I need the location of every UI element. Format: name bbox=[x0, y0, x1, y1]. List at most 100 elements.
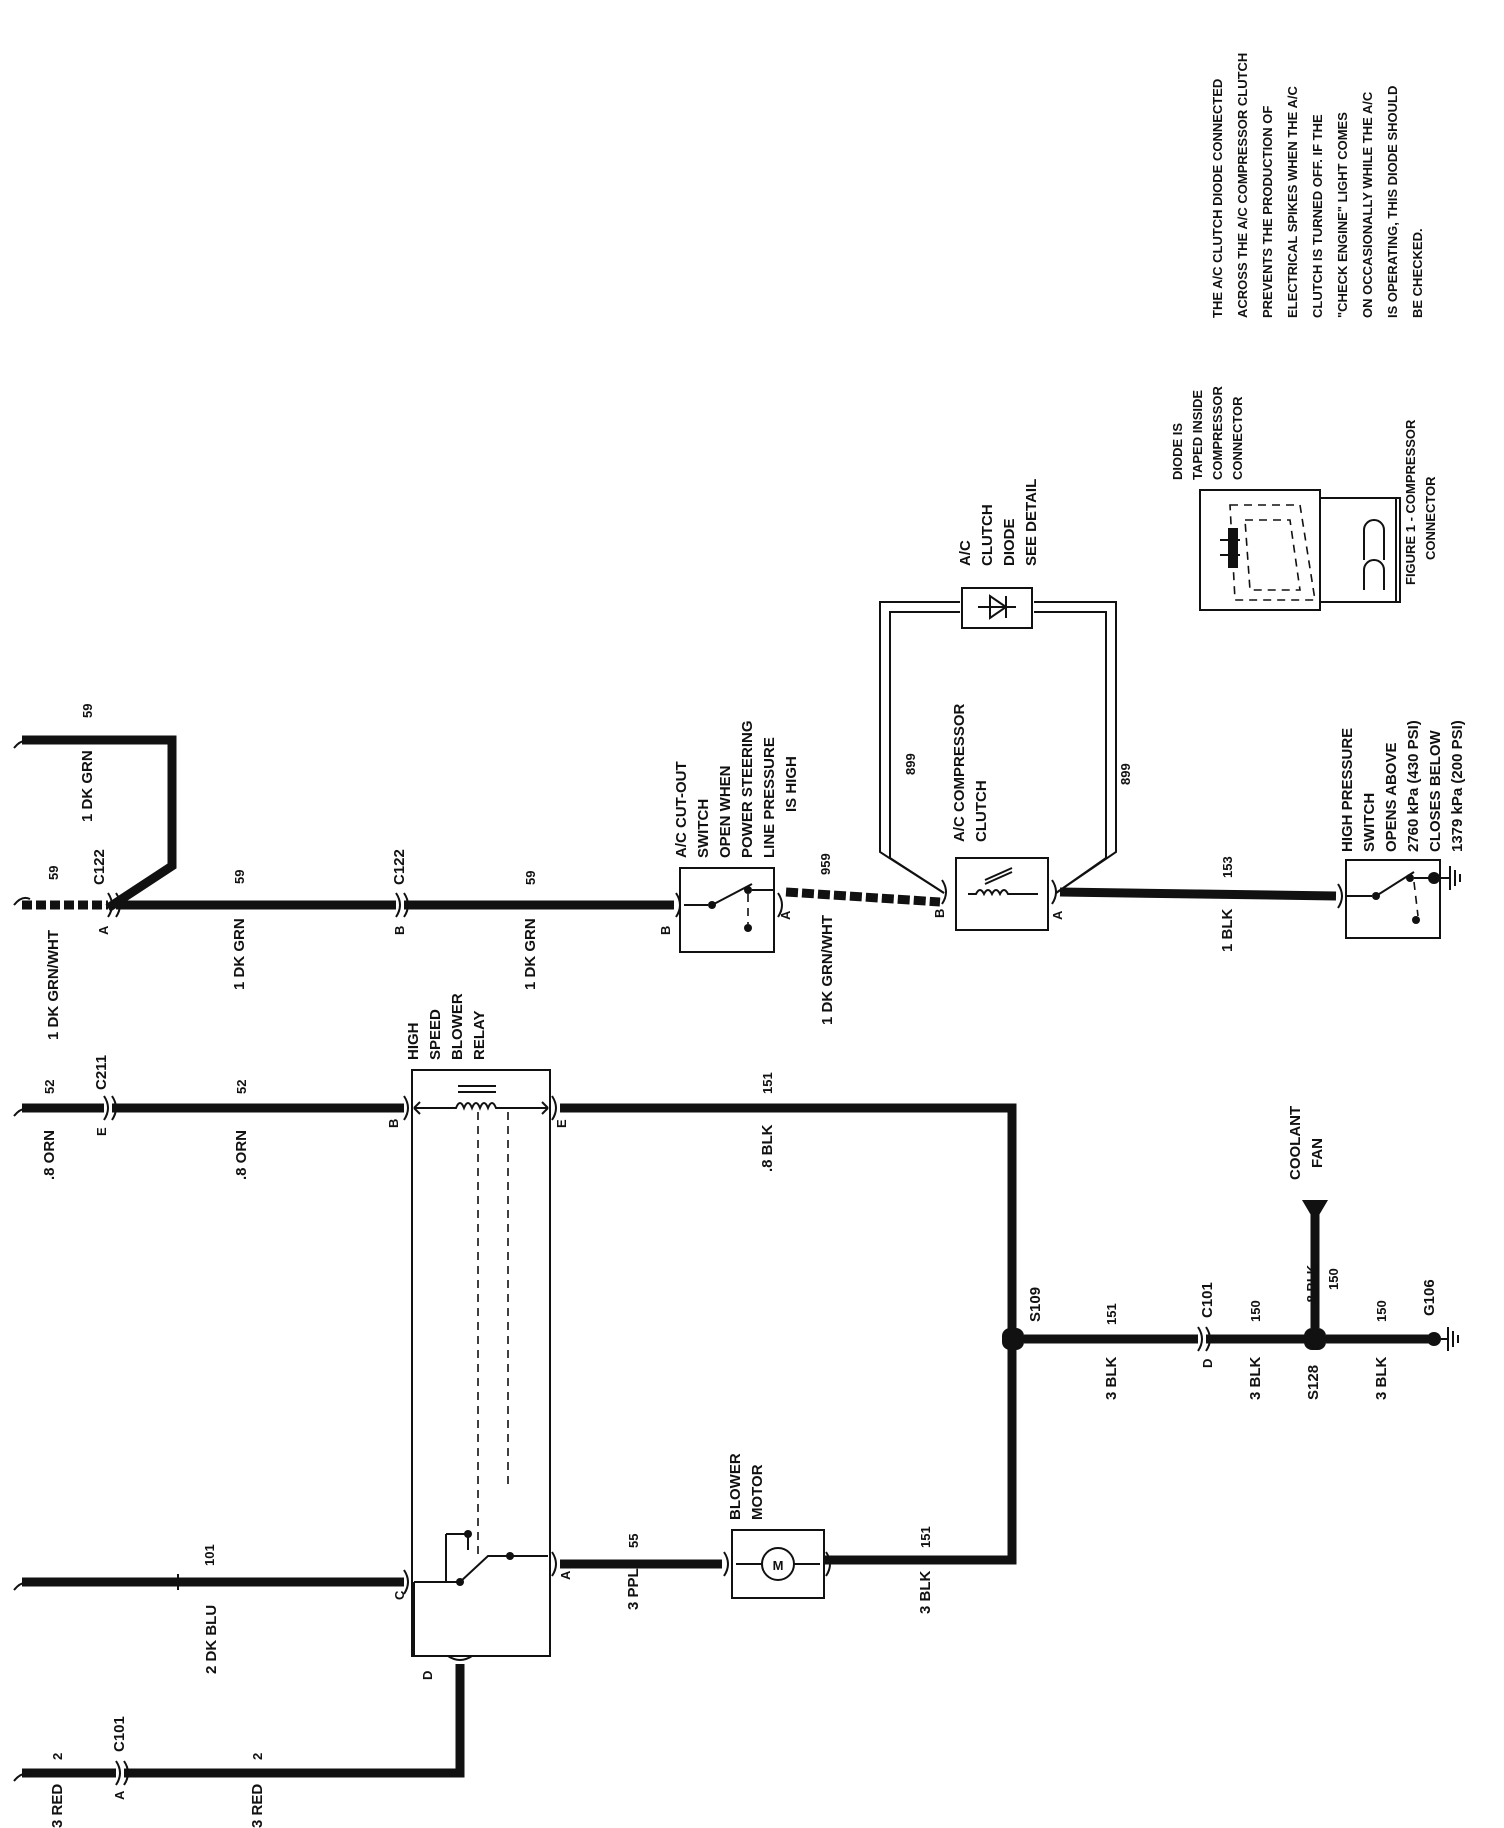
figure1-callout-1: DIODE IS bbox=[1170, 423, 1185, 480]
blower-label-2: MOTOR bbox=[749, 1464, 766, 1520]
wire-59-top-label: 1 DK GRN bbox=[79, 750, 96, 822]
diode-note: THE A/C CLUTCH DIODE CONNECTED ACROSS TH… bbox=[1210, 53, 1425, 318]
splice-s109-label: S109 bbox=[1027, 1287, 1044, 1322]
wire-899-top: 899 bbox=[903, 753, 918, 775]
clutch-label-1: A/C COMPRESSOR bbox=[951, 703, 968, 842]
cutout-label-3: OPEN WHEN bbox=[717, 765, 734, 858]
ground-g106-node bbox=[1427, 1332, 1441, 1346]
pin-clutch-a: A bbox=[1050, 910, 1065, 920]
cutout-label-6: IS HIGH bbox=[783, 756, 800, 812]
relay-box bbox=[411, 1069, 551, 1657]
ac-cutout-switch: B A bbox=[658, 867, 793, 953]
wire-150-number: 150 bbox=[1248, 1300, 1263, 1322]
hps-label-5: CLOSES BELOW bbox=[1427, 729, 1444, 852]
connector-end bbox=[1395, 497, 1401, 603]
hps-linkage bbox=[1413, 881, 1419, 917]
wire-55-number: 55 bbox=[626, 1534, 641, 1548]
wire-150-fan-number: 150 bbox=[1326, 1268, 1341, 1290]
motor-icon-letter: M bbox=[773, 1558, 784, 1573]
blower-pin-1-arc bbox=[723, 1551, 729, 1577]
note-line-9: BE CHECKED. bbox=[1410, 228, 1425, 318]
splice-s128 bbox=[1304, 1328, 1326, 1350]
wire-150-fan-label: .8 BLK bbox=[1304, 1264, 1319, 1306]
high-pressure-switch bbox=[1337, 859, 1461, 939]
relay-switch-leads bbox=[413, 1533, 548, 1657]
pin-relay-c: C bbox=[392, 1590, 407, 1600]
wire-52b-label: .8 ORN bbox=[233, 1130, 250, 1180]
note-line-7: ON OCCASIONALLY WHILE THE A/C bbox=[1360, 91, 1375, 318]
relay-contact-1 bbox=[456, 1578, 464, 1586]
figure1-callout-3: COMPRESSOR bbox=[1210, 385, 1225, 480]
wire-59-a-label: 1 DK GRN bbox=[231, 918, 248, 990]
hps-label-3: OPENS ABOVE bbox=[1383, 743, 1400, 852]
wire-151-number: 151 bbox=[760, 1072, 775, 1094]
wire-52b-number: 52 bbox=[234, 1080, 249, 1094]
pin-c122-top-a: A bbox=[96, 925, 111, 935]
hps-ground-node bbox=[1428, 872, 1440, 884]
hps-label-4: 2760 kPa (430 PSI) bbox=[1405, 720, 1422, 852]
wire-151b-label: 3 BLK bbox=[1103, 1356, 1120, 1400]
relay-coil-arrows bbox=[413, 1101, 549, 1115]
cutout-label-5: LINE PRESSURE bbox=[761, 737, 778, 858]
wire-ends-left bbox=[13, 739, 31, 906]
relay-pin-d-arc bbox=[447, 1655, 473, 1661]
connector-c122-top-label: C122 bbox=[91, 849, 108, 885]
ac-cutout-contact-3 bbox=[744, 924, 752, 932]
relay-pin-c-arc bbox=[403, 1569, 409, 1595]
figure1-callout-4: CONNECTOR bbox=[1230, 396, 1245, 480]
relay-label-1: HIGH bbox=[405, 1023, 422, 1061]
pin-c211-e: E bbox=[94, 1127, 109, 1136]
wire-153 bbox=[1059, 887, 1337, 901]
pin-relay-b: B bbox=[386, 1119, 401, 1128]
diode-symbol bbox=[978, 594, 1016, 620]
wire-151b-number: 151 bbox=[1104, 1303, 1119, 1325]
wire-59-a-number: 59 bbox=[232, 870, 247, 884]
connector-c211-label: C211 bbox=[93, 1055, 110, 1090]
connector-c101-left-label: C101 bbox=[111, 1716, 128, 1752]
wire-153-number: 153 bbox=[1220, 856, 1235, 878]
diode-label-3: DIODE bbox=[1001, 518, 1018, 566]
relay-contact-3 bbox=[506, 1552, 514, 1560]
wire-59-top-number: 59 bbox=[80, 704, 95, 718]
figure1-callout-2: TAPED INSIDE bbox=[1190, 390, 1205, 480]
ac-cutout-pin-b-arc bbox=[675, 892, 681, 918]
ground-g106-icon bbox=[1441, 1327, 1459, 1351]
coolant-fan-label-1: COOLANT bbox=[1287, 1106, 1304, 1180]
relay-core bbox=[458, 1085, 496, 1093]
wire-59-wht-label: 1 DK GRN/WHT bbox=[45, 930, 62, 1040]
ac-cutout-switch-box bbox=[679, 867, 775, 953]
clutch-pin-a-arc bbox=[1051, 879, 1057, 905]
wire-end-2-arc bbox=[13, 1772, 31, 1782]
figure1-compressor-connector: DIODE IS TAPED INSIDE COMPRESSOR CONNECT… bbox=[1170, 385, 1438, 611]
ac-cutout-internal-leads bbox=[684, 889, 775, 906]
hps-label-1: HIGH PRESSURE bbox=[1339, 728, 1356, 852]
pin-cutout-a: A bbox=[778, 910, 793, 920]
pin-relay-d: D bbox=[420, 1671, 435, 1680]
wire-150b-label: 3 BLK bbox=[1373, 1356, 1390, 1400]
blower-pin-2-arc bbox=[825, 1551, 831, 1577]
hps-label-6: 1379 kPa (200 PSI) bbox=[1449, 720, 1466, 852]
connector-c101-left bbox=[115, 1760, 129, 1786]
hps-box bbox=[1345, 859, 1441, 939]
note-line-6: "CHECK ENGINE" LIGHT COMES bbox=[1335, 112, 1350, 318]
wire-150-label: 3 BLK bbox=[1247, 1356, 1264, 1400]
wire-151-label: .8 BLK bbox=[759, 1124, 776, 1172]
wire-52-number: 52 bbox=[42, 1080, 57, 1094]
wire-2b-label: 3 RED bbox=[249, 1784, 266, 1828]
pin-c101-d: D bbox=[1200, 1359, 1215, 1368]
wire-150b-number: 150 bbox=[1374, 1300, 1389, 1322]
note-line-8: IS OPERATING, THIS DIODE SHOULD bbox=[1385, 86, 1400, 318]
splice-s128-label: S128 bbox=[1305, 1365, 1322, 1400]
hps-ground-icon bbox=[1440, 866, 1461, 890]
blower-label-1: BLOWER bbox=[727, 1453, 744, 1520]
wire-959 bbox=[785, 887, 941, 907]
connector-c101-right-label: C101 bbox=[1199, 1282, 1216, 1318]
relay-label-2: SPEED bbox=[427, 1009, 444, 1060]
wire-959-label: 1 DK GRN/WHT bbox=[819, 915, 836, 1025]
wire-2b-number: 2 bbox=[250, 1753, 265, 1760]
connector-taped-diode-outline bbox=[1229, 504, 1316, 601]
clutch-core bbox=[984, 867, 1013, 885]
wire-899-bottom: 899 bbox=[1118, 763, 1133, 785]
diode-loop-outer bbox=[879, 601, 1117, 894]
